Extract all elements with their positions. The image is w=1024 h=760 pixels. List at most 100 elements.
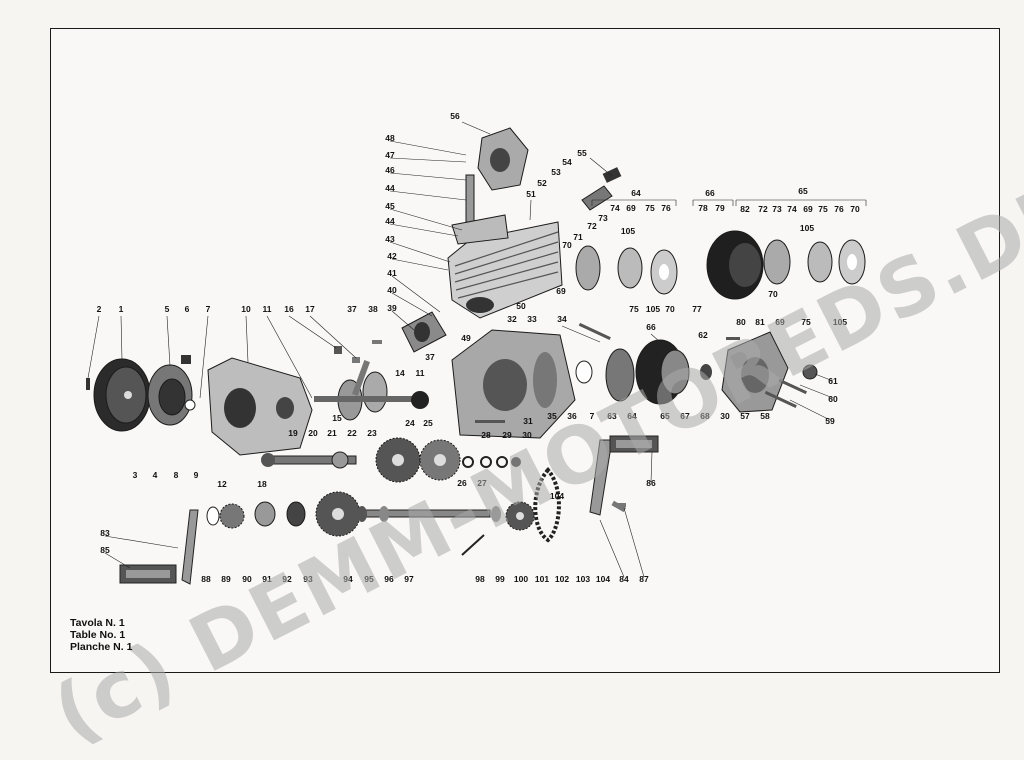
part-number-label: 37	[347, 304, 357, 314]
part-number-label: 98	[475, 574, 485, 584]
part-number-label: 83	[100, 528, 110, 538]
part-number-label: 69	[775, 317, 785, 327]
left-crankcase-part	[207, 357, 313, 456]
part-number-label: 46	[385, 165, 395, 175]
part-number-label: 11	[263, 304, 272, 314]
part-number-label: 28	[481, 430, 491, 440]
part-number-label: 105	[800, 223, 814, 233]
crankshaft-part	[314, 360, 429, 421]
washer-set-part	[462, 456, 521, 468]
part-number-label: 80	[736, 317, 746, 327]
piston-part	[401, 311, 447, 353]
chain-part	[533, 466, 561, 543]
part-number-label: 84	[619, 574, 629, 584]
part-number-label: 60	[828, 394, 838, 404]
part-number-label: 52	[537, 178, 547, 188]
part-number-label: 96	[384, 574, 394, 584]
part-number-label: 36	[567, 411, 577, 421]
part-number-label: 105	[833, 317, 847, 327]
clutch-cover-part	[721, 331, 818, 413]
part-number-label: 23	[367, 428, 377, 438]
part-number-label: 19	[288, 428, 298, 438]
part-number-label: 45	[385, 201, 395, 211]
part-number-label: 24	[405, 418, 415, 428]
part-number-label: 51	[526, 189, 536, 199]
stator-part	[147, 355, 196, 426]
part-number-label: 75	[801, 317, 811, 327]
part-number-label: 26	[457, 478, 467, 488]
part-number-label: 93	[303, 574, 313, 584]
part-number-label: 30	[720, 411, 730, 421]
part-number-label: 99	[495, 574, 505, 584]
part-number-label: 65	[798, 186, 808, 196]
part-number-label: 20	[308, 428, 318, 438]
part-number-label: 6	[185, 304, 190, 314]
part-number-label: 72	[587, 221, 597, 231]
part-number-label: 75	[645, 203, 655, 213]
part-number-label: 70	[665, 304, 675, 314]
part-number-label: 94	[343, 574, 353, 584]
part-number-label: 17	[305, 304, 315, 314]
part-number-label: 9	[194, 470, 199, 480]
part-number-label: 105	[646, 304, 660, 314]
part-number-label: 3	[133, 470, 138, 480]
part-number-label: 68	[700, 411, 710, 421]
part-number-label: 70	[850, 204, 860, 214]
part-number-label: 85	[100, 545, 110, 555]
part-number-label: 66	[646, 322, 656, 332]
part-number-label: 44	[385, 216, 395, 226]
part-number-label: 97	[404, 574, 414, 584]
part-number-label: 103	[576, 574, 590, 584]
part-number-label: 63	[607, 411, 617, 421]
part-number-label: 92	[282, 574, 292, 584]
gear-pair-part	[375, 437, 461, 483]
part-number-label: 35	[547, 411, 557, 421]
part-number-label: 71	[573, 232, 583, 242]
spark-plug-part	[581, 167, 622, 211]
part-number-label: 47	[385, 150, 395, 160]
part-number-label: 5	[165, 304, 170, 314]
part-number-label: 73	[598, 213, 608, 223]
part-number-label: 39	[387, 303, 397, 313]
part-number-label: 75	[629, 304, 639, 314]
part-number-label: 27	[477, 478, 487, 488]
part-number-label: 56	[450, 111, 460, 121]
part-number-label: 41	[387, 268, 397, 278]
part-number-label: 42	[387, 251, 397, 261]
part-number-label: 4	[153, 470, 158, 480]
part-number-label: 59	[825, 416, 835, 426]
part-number-label: 30	[522, 430, 532, 440]
part-number-label: 95	[364, 574, 374, 584]
part-number-label: 88	[201, 574, 211, 584]
part-number-label: 25	[423, 418, 433, 428]
part-number-label: 48	[385, 133, 395, 143]
part-number-label: 37	[425, 352, 435, 362]
part-number-label: 29	[502, 430, 512, 440]
part-number-label: 86	[646, 478, 656, 488]
caption-french: Planche N. 1	[70, 641, 133, 653]
part-number-label: 16	[284, 304, 294, 314]
part-number-label: 11	[416, 368, 425, 378]
part-number-label: 62	[698, 330, 708, 340]
part-number-label: 76	[661, 203, 671, 213]
part-number-label: 69	[626, 203, 636, 213]
part-number-label: 102	[555, 574, 569, 584]
part-number-label: 74	[787, 204, 797, 214]
flywheel-part	[93, 358, 151, 432]
left-pedal-part	[119, 509, 199, 585]
part-number-label: 75	[818, 204, 828, 214]
leader-lines	[87, 121, 867, 578]
part-number-label: 70	[562, 240, 572, 250]
part-number-label: 61	[828, 376, 838, 386]
part-number-label: 104	[596, 574, 610, 584]
part-number-label: 1	[119, 304, 124, 314]
part-number-label: 12	[217, 479, 227, 489]
part-number-label: 70	[768, 289, 778, 299]
part-number-label: 14	[395, 368, 405, 378]
part-number-label: 105	[621, 226, 635, 236]
part-number-label: 72	[758, 204, 768, 214]
pedal-shaft-part	[206, 491, 535, 556]
part-number-label: 32	[507, 314, 517, 324]
part-number-label: 55	[577, 148, 587, 158]
